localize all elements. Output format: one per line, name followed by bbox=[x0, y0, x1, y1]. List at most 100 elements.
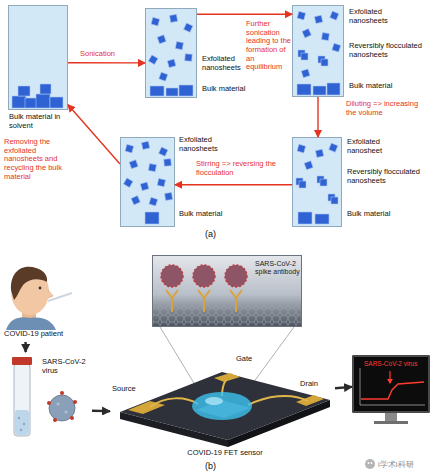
nanosheet bbox=[301, 69, 310, 78]
virus-particle bbox=[49, 395, 75, 421]
patient-hair bbox=[11, 267, 47, 300]
plot-axis bbox=[360, 368, 361, 405]
step-label: Removing the exfoliated nanosheets and r… bbox=[4, 138, 74, 181]
nanosheet bbox=[149, 197, 158, 206]
vial-box: Exfoliated nanosheetsReversibly floccula… bbox=[292, 5, 344, 97]
nanosheet bbox=[315, 149, 323, 157]
step-label: Diluting => increasing the volume bbox=[346, 100, 430, 117]
sample-tube-group: SARS-CoV-2 virus bbox=[8, 352, 92, 450]
node-text: SARS-CoV-2 virus bbox=[42, 358, 92, 375]
nanosheet bbox=[321, 33, 329, 41]
node-text: Reversibly flocculated nanosheets bbox=[347, 168, 431, 185]
node-text: Reversibly flocculated nanosheets bbox=[349, 42, 433, 59]
droplet-highlight bbox=[205, 397, 223, 405]
step-label: Further sonication leading to the format… bbox=[246, 20, 292, 72]
step-label: Stirring => reversing the flocculation bbox=[196, 160, 286, 177]
node-text: Bulk material in solvent bbox=[9, 113, 71, 130]
node-text: Exfoliated nanosheets bbox=[179, 136, 227, 153]
antibody bbox=[198, 290, 210, 312]
nanosheet bbox=[332, 43, 341, 52]
bulk-material bbox=[298, 212, 312, 224]
virus-spike bbox=[73, 400, 77, 404]
node-text: SARS-CoV-2 virus bbox=[364, 360, 430, 367]
nanosheet bbox=[129, 160, 138, 169]
nanosheet bbox=[330, 11, 339, 20]
node-text: Drain bbox=[300, 380, 334, 389]
vial-box: Exfoliated nanosheetReversibly flocculat… bbox=[292, 137, 342, 227]
nanosheet bbox=[170, 14, 178, 22]
nanosheet bbox=[159, 147, 168, 156]
vial-liquid bbox=[120, 137, 175, 227]
nanosheet bbox=[164, 159, 172, 167]
flow-arrow bbox=[335, 387, 352, 388]
patient-eye bbox=[39, 287, 42, 290]
node-text: Source bbox=[112, 385, 146, 394]
flow-arrow bbox=[68, 62, 145, 64]
nanosheet bbox=[131, 196, 140, 205]
bulk-material bbox=[297, 84, 311, 95]
nanosheet bbox=[331, 197, 338, 204]
vial-liquid bbox=[145, 8, 197, 98]
nanosheet bbox=[329, 143, 338, 152]
watermark-icon-dot bbox=[368, 462, 370, 464]
signal-curve bbox=[361, 382, 424, 399]
nanosheet bbox=[184, 23, 193, 32]
bulk-material bbox=[40, 84, 51, 94]
nanosheet bbox=[148, 164, 156, 172]
event-arrow bbox=[389, 371, 390, 380]
graphene-sheet bbox=[152, 300, 302, 327]
sample-droplet bbox=[192, 392, 252, 420]
bulk-material bbox=[25, 98, 37, 108]
nanosheet bbox=[123, 178, 133, 188]
virus-particle bbox=[161, 265, 183, 287]
particle bbox=[18, 417, 20, 419]
node-text: Exfoliated nanosheets bbox=[202, 55, 244, 72]
node-text: Bulk material bbox=[347, 210, 427, 219]
virus-spike bbox=[60, 391, 64, 395]
monitor-base bbox=[374, 421, 408, 424]
node-text: Bulk material bbox=[179, 210, 235, 219]
patient-figure: COVID-19 patient bbox=[4, 262, 76, 342]
source-wire bbox=[150, 398, 198, 407]
swab bbox=[48, 293, 72, 301]
nanosheet bbox=[175, 42, 183, 50]
plot-axis bbox=[360, 405, 425, 406]
flow-arrow bbox=[24, 342, 26, 352]
fet-sensor: GateSource DrainCOVID-19 FET sensor bbox=[110, 345, 335, 459]
bulk-material bbox=[145, 212, 159, 224]
nanosheet bbox=[299, 181, 306, 188]
flow-arrow bbox=[317, 97, 318, 137]
vial-liquid bbox=[8, 5, 68, 110]
virus-spike bbox=[70, 416, 74, 420]
watermark: i学术i科研 bbox=[378, 459, 414, 470]
virus-spike bbox=[47, 401, 51, 405]
nanosheet bbox=[304, 161, 313, 170]
tube-liquid bbox=[15, 410, 29, 435]
step-label: Sonication bbox=[80, 50, 140, 59]
particle bbox=[23, 423, 25, 425]
node-text: Gate bbox=[236, 355, 266, 364]
node-text: Exfoliated nanosheet bbox=[347, 138, 393, 155]
chip-top bbox=[120, 372, 330, 440]
node-text: COVID-19 FET sensor bbox=[150, 449, 300, 458]
sample-tube bbox=[14, 364, 30, 436]
monitor-screen bbox=[352, 355, 430, 413]
nanosheet bbox=[314, 15, 322, 23]
panel-label: (b) bbox=[205, 461, 216, 471]
vial-box: Bulk material in solvent bbox=[8, 5, 68, 110]
flow-arrow bbox=[92, 410, 110, 413]
bulk-material bbox=[166, 88, 178, 96]
bulk-material bbox=[315, 214, 329, 224]
particle bbox=[20, 429, 22, 431]
flow-arrow bbox=[68, 105, 120, 164]
bulk-material bbox=[313, 86, 326, 95]
nanosheet bbox=[302, 29, 311, 38]
watermark-icon-dot bbox=[371, 462, 373, 464]
panel-label: (a) bbox=[205, 229, 216, 239]
nanosheet bbox=[297, 144, 306, 153]
virus-particle bbox=[193, 265, 215, 287]
flow-arrow bbox=[175, 184, 292, 185]
